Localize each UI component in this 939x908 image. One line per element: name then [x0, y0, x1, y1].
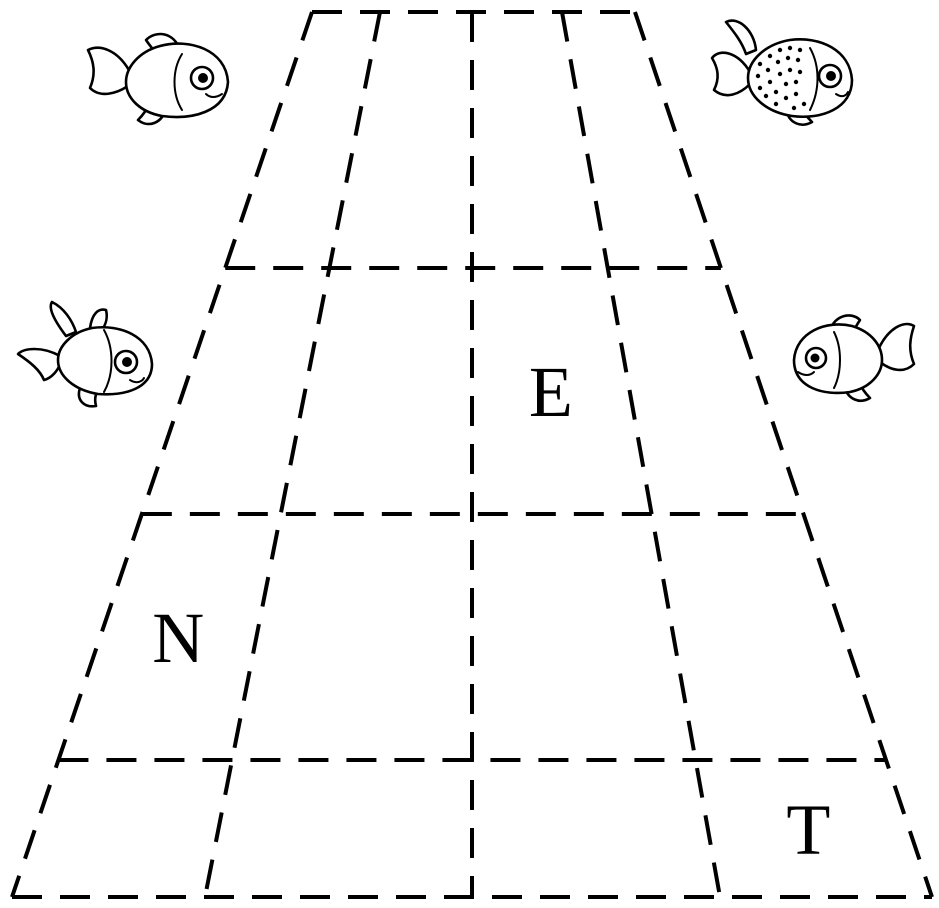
grid-letters: E N T — [152, 352, 830, 870]
letter-e: E — [529, 352, 573, 432]
grid-vertical-line — [12, 12, 312, 897]
grid-vertical-line — [635, 12, 932, 897]
letter-t: T — [786, 790, 830, 870]
dashed-grid — [12, 12, 932, 897]
letter-n: N — [152, 598, 204, 678]
grid-vertical-line — [205, 12, 380, 897]
grid-vertical-line — [562, 12, 720, 897]
fish-top-left-icon — [88, 34, 228, 124]
fish-middle-right-icon — [794, 315, 914, 400]
spotted-fish-top-right-icon — [712, 21, 852, 125]
fish-middle-left-icon — [18, 302, 152, 406]
